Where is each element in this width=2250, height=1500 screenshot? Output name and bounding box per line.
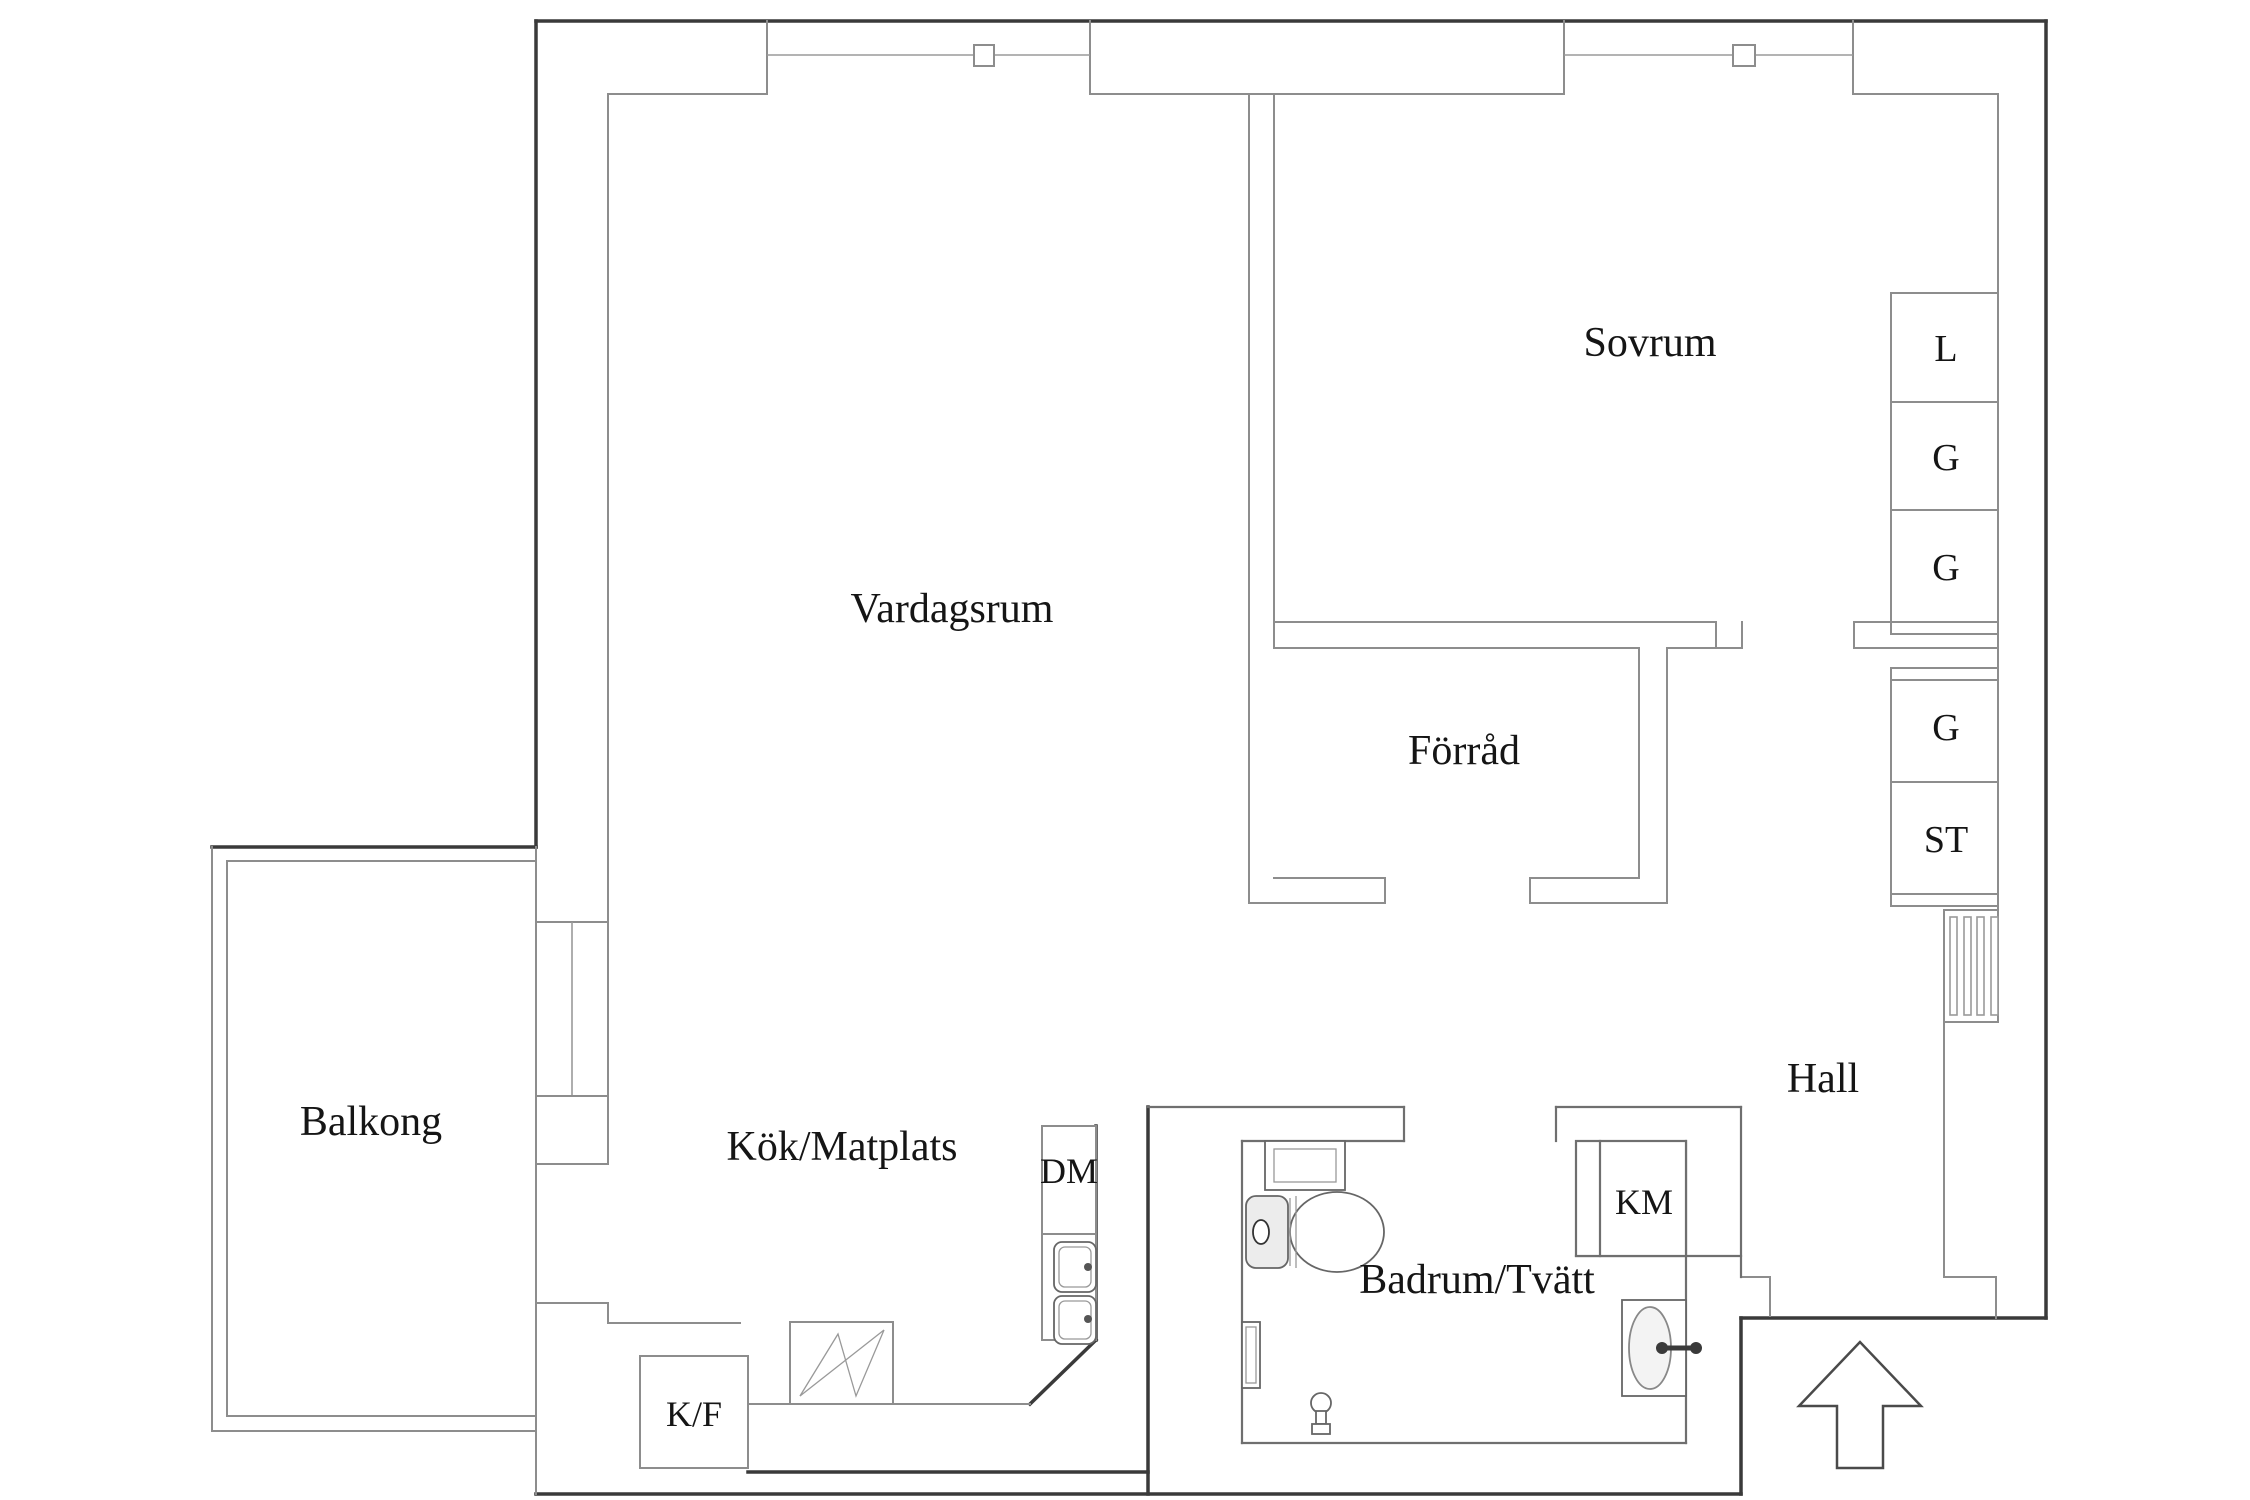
radiator-icon [1241,1321,1261,1389]
label-badrum: Badrum/Tvätt [1359,1257,1595,1303]
label-km: KM [1615,1182,1673,1222]
wall-step [535,1302,741,1324]
window-icon [1564,44,1853,67]
label-kf: K/F [666,1394,722,1434]
closet-group-hall [1890,667,1999,907]
balcony-door [535,1095,609,1165]
washing-machine-box [1574,1139,1688,1258]
double-basin-sink-icon [1053,1241,1097,1345]
room-labels: Vardagsrum Sovrum Förråd Kök/Matplats Ba… [300,320,1859,1303]
divider-wall [1248,93,1275,904]
label-dm: DM [1040,1151,1098,1191]
hall-bottom-wall [1740,1021,1997,1319]
label-balkong: Balkong [300,1099,442,1145]
bathroom-cabinet [1264,1140,1346,1191]
balcony-window-icon [535,921,609,1097]
forrad-walls [1248,621,1743,904]
label-closet-g3: G [1932,707,1959,749]
dishwasher-box [1041,1125,1097,1235]
label-closet-g2: G [1932,547,1959,589]
label-forrad: Förråd [1408,728,1520,774]
top-windows [607,20,1999,95]
counter-corner-diagonal [1027,1337,1099,1407]
label-closet-g1: G [1932,437,1959,479]
appliance-labels: DM KM K/F [666,1151,1673,1434]
window-icon [767,44,1090,67]
toilet-icon [1245,1191,1385,1273]
fridge-freezer-box [639,1355,749,1469]
balcony-outline [211,846,537,1432]
exterior-walls [210,19,2048,1496]
closet-labels: L G G G ST [1924,328,1968,861]
floor-drain-icon [1310,1392,1332,1435]
label-vardagsrum: Vardagsrum [851,586,1054,632]
label-closet-st: ST [1924,819,1968,861]
label-kok: Kök/Matplats [727,1124,958,1170]
label-hall: Hall [1787,1056,1859,1102]
entrance-arrow-icon [1796,1340,1924,1470]
left-wall [535,93,741,1495]
closet-group-sovrum [1890,292,1999,635]
label-sovrum: Sovrum [1583,320,1716,366]
grille-icon [1943,909,1999,1023]
kitchen-counter [639,1125,1097,1469]
stove-icon [789,1321,894,1405]
sink-icon [1621,1299,1702,1397]
label-closet-l: L [1934,328,1957,370]
